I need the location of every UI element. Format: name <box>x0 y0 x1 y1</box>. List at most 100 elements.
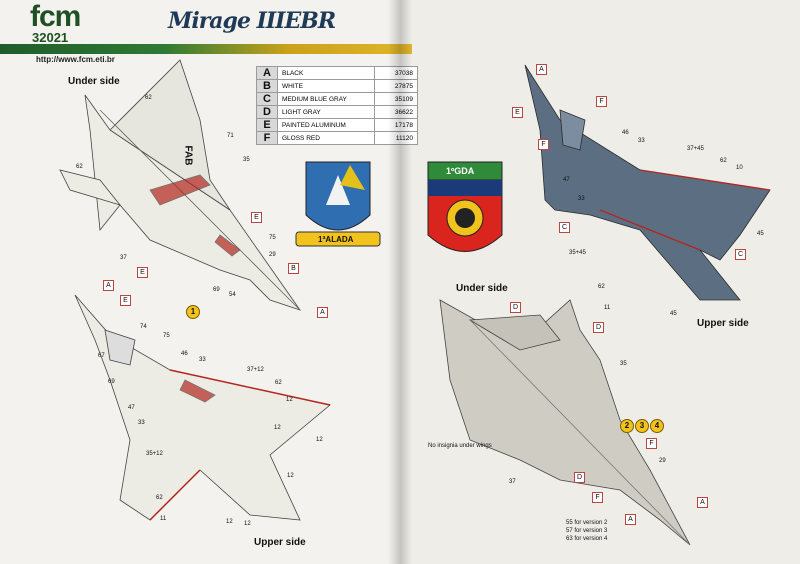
callout: 12 <box>244 521 251 527</box>
plane-left-under <box>59 59 302 311</box>
color-box-C: C <box>735 249 746 260</box>
callout: 12 <box>226 519 233 525</box>
callout: 33 <box>638 138 645 144</box>
ala-emblem-text: 1ªALADA <box>318 235 354 244</box>
color-code: 11120 <box>374 131 418 145</box>
version-note-2: 55 for version 2 <box>566 520 608 526</box>
color-box-A: A <box>536 64 547 75</box>
callout: 33 <box>199 357 206 363</box>
callout: 62 <box>145 95 152 101</box>
callout: 35 <box>243 157 250 163</box>
fab-marking: FAB <box>182 145 194 166</box>
callout: 35+12 <box>146 451 163 457</box>
callout: 37+12 <box>247 367 264 373</box>
left-under-side-label: Under side <box>68 76 120 87</box>
color-box-E: E <box>137 267 148 278</box>
gda-emblem-text: 1ºGDA <box>446 166 475 176</box>
callout: 69 <box>213 287 220 293</box>
callout: 62 <box>156 495 163 501</box>
callout: 62 <box>720 158 727 164</box>
callout: 29 <box>269 252 276 258</box>
callout: 29 <box>659 458 666 464</box>
color-box-E: E <box>251 212 262 223</box>
plane-left-upper <box>74 294 331 521</box>
color-box-A: A <box>625 514 636 525</box>
paint-color-table: ABLACK37038BWHITE27875CMEDIUM BLUE GRAY3… <box>256 66 418 145</box>
ala-emblem <box>295 161 381 247</box>
version-note-3: 57 for version 3 <box>566 528 608 534</box>
callout: 37+45 <box>687 146 704 152</box>
right-upper-side-label: Upper side <box>697 318 749 329</box>
page-gutter <box>388 0 412 564</box>
callout: 45 <box>757 231 764 237</box>
color-letter: E <box>256 118 278 132</box>
callout: 33 <box>578 196 585 202</box>
fcm-logo: fcm <box>30 0 81 33</box>
callout: 75 <box>269 235 276 241</box>
website-url: http://www.fcm.eti.br <box>36 55 115 64</box>
color-box-D: D <box>574 472 585 483</box>
color-box-A: A <box>317 307 328 318</box>
version-note-4: 63 for version 4 <box>566 536 608 542</box>
callout: 71 <box>227 133 234 139</box>
color-box-E: E <box>120 295 131 306</box>
color-box-D: D <box>593 322 604 333</box>
callout: 62 <box>275 380 282 386</box>
no-insignia-note: No insignia under wings <box>428 443 492 449</box>
callout: 74 <box>140 324 147 330</box>
callout: 37 <box>509 479 516 485</box>
color-box-F: F <box>646 438 657 449</box>
plane-right-under <box>439 299 691 546</box>
color-box-F: F <box>592 492 603 503</box>
color-box-A: A <box>103 280 114 291</box>
right-under-side-label: Under side <box>456 283 508 294</box>
callout: 75 <box>163 333 170 339</box>
callout: 35 <box>620 361 627 367</box>
logo-number: 32021 <box>32 30 69 45</box>
color-box-C: C <box>559 222 570 233</box>
callout: 69 <box>108 379 115 385</box>
callout: 12 <box>286 397 293 403</box>
sheet-title: Mirage IIIEBR <box>168 8 336 34</box>
color-letter: D <box>256 105 278 119</box>
color-box-D: D <box>510 302 521 313</box>
callout: 46 <box>622 130 629 136</box>
color-box-F: F <box>538 139 549 150</box>
color-box-B: B <box>288 263 299 274</box>
callout: 37 <box>120 255 127 261</box>
callout: 47 <box>128 405 135 411</box>
callout: 12 <box>274 425 281 431</box>
callout: 12 <box>287 473 294 479</box>
callout: 67 <box>98 353 105 359</box>
callout: 12 <box>316 437 323 443</box>
callout: 54 <box>229 292 236 298</box>
left-upper-side-label: Upper side <box>254 537 306 548</box>
version-3-badge: 3 <box>635 419 649 433</box>
callout: 47 <box>563 177 570 183</box>
color-box-F: F <box>596 96 607 107</box>
color-box-A: A <box>697 497 708 508</box>
gda-emblem <box>427 161 503 252</box>
callout: 11 <box>604 305 611 311</box>
callout: 10 <box>736 165 743 171</box>
version-4-badge: 4 <box>650 419 664 433</box>
callout: 62 <box>598 284 605 290</box>
header-stripe <box>0 44 412 54</box>
plane-right-upper <box>524 64 771 301</box>
version-2-badge: 2 <box>620 419 634 433</box>
version-1-badge: 1 <box>186 305 200 319</box>
color-letter: C <box>256 92 278 106</box>
callout: 35+45 <box>569 250 586 256</box>
callout: 62 <box>76 164 83 170</box>
callout: 11 <box>160 516 167 522</box>
color-row: BWHITE27875 <box>256 79 418 93</box>
callout: 45 <box>670 311 677 317</box>
color-letter: B <box>256 79 278 93</box>
callout: 46 <box>181 351 188 357</box>
color-box-E: E <box>512 107 523 118</box>
